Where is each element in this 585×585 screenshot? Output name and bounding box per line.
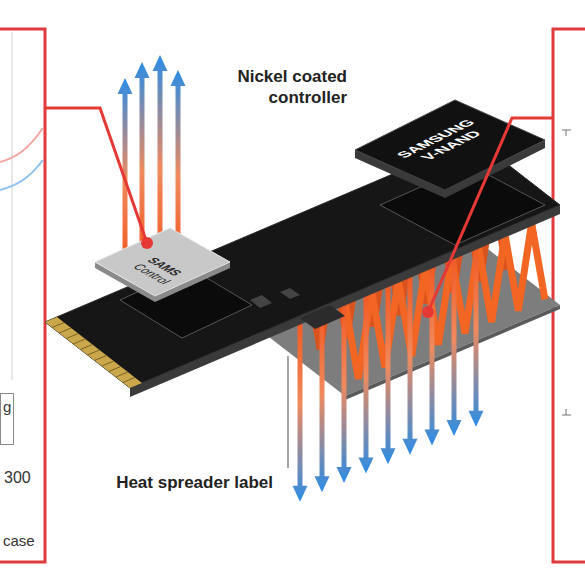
leader-line bbox=[287, 356, 289, 468]
finger-gap bbox=[123, 378, 135, 383]
heat-arrow bbox=[118, 78, 133, 262]
chart-line bbox=[0, 160, 43, 190]
heat-arrow bbox=[293, 324, 308, 502]
leader-line bbox=[45, 108, 147, 243]
finger-gap bbox=[73, 339, 85, 344]
heat-arrow bbox=[403, 277, 418, 455]
legend-box: g bbox=[0, 393, 14, 445]
heat-arrow bbox=[469, 249, 484, 427]
callout-panel bbox=[553, 29, 585, 562]
heat-arrow bbox=[315, 314, 330, 492]
leader-dot bbox=[422, 306, 434, 318]
connector-fingers bbox=[52, 323, 135, 383]
chart-line bbox=[0, 128, 43, 162]
finger-gap bbox=[52, 323, 64, 328]
heat-arrow bbox=[359, 296, 374, 474]
leader-dot bbox=[141, 237, 153, 249]
finger-gap bbox=[116, 372, 128, 377]
nand-chip bbox=[355, 100, 545, 190]
heat-arrow bbox=[381, 286, 396, 464]
finger-gap bbox=[95, 356, 107, 361]
finger-gap bbox=[88, 350, 100, 355]
finger-gap bbox=[66, 334, 78, 339]
part-label: Nickel coated controller bbox=[197, 66, 347, 109]
tick-mark bbox=[566, 130, 567, 136]
chart-axis bbox=[12, 32, 13, 380]
finger-gap bbox=[80, 345, 92, 350]
axis-number: 300 bbox=[4, 468, 31, 488]
gold-connector bbox=[45, 317, 142, 388]
tick-mark bbox=[566, 409, 567, 415]
callout-panel bbox=[0, 29, 45, 562]
part-label: Heat spreader label bbox=[113, 472, 273, 493]
component bbox=[250, 295, 272, 308]
heat-arrow bbox=[447, 258, 462, 436]
chip-text: g bbox=[3, 398, 12, 416]
component bbox=[280, 288, 300, 299]
heat-arrow bbox=[337, 305, 352, 483]
finger-gap bbox=[109, 367, 121, 372]
component bbox=[300, 305, 345, 329]
nickel-controller-chip bbox=[95, 228, 230, 296]
finger-gap bbox=[59, 328, 71, 333]
axis-label: case bbox=[3, 532, 35, 551]
finger-gap bbox=[102, 361, 114, 366]
